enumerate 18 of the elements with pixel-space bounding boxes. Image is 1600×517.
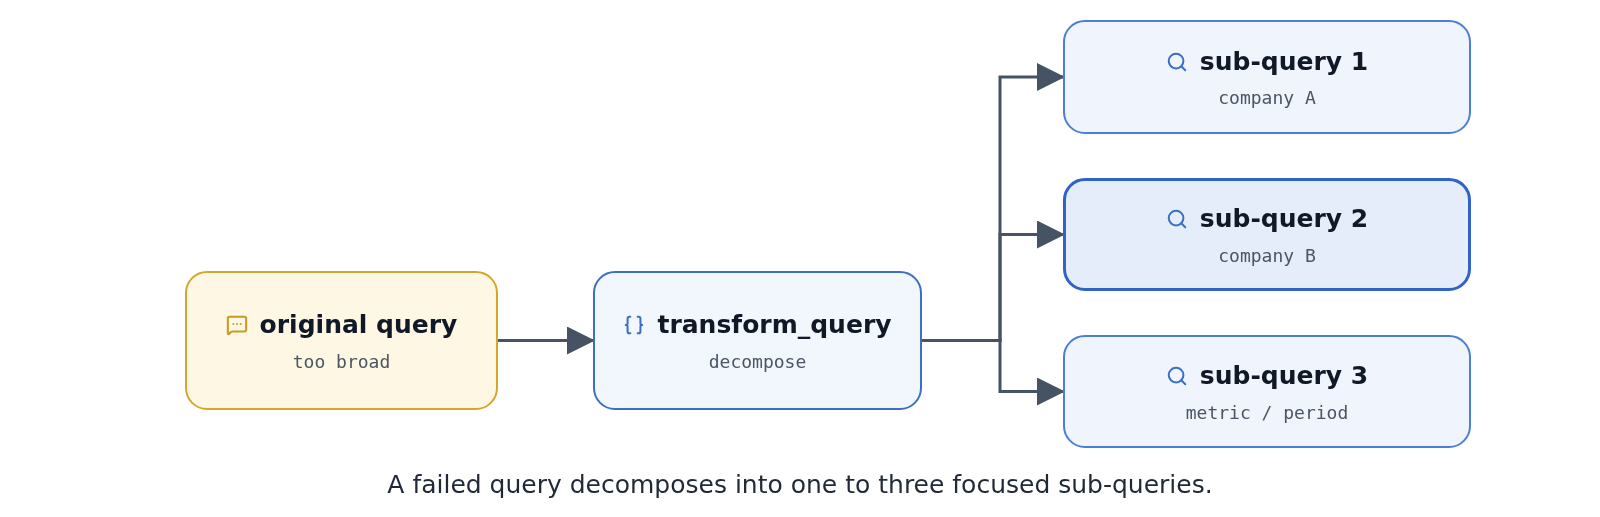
node-title: sub-query 3: [1199, 360, 1369, 393]
node-title: transform_query: [657, 309, 892, 342]
caption: A failed query decomposes into one to three focused sub-queries.: [386, 469, 1214, 501]
node-subtitle: company B: [1218, 243, 1316, 268]
node-subtitle: metric / period: [1185, 400, 1349, 425]
node-subtitle: company A: [1218, 86, 1316, 111]
process-box: [1063, 335, 1471, 448]
process-box: [1063, 178, 1471, 291]
node-subtitle: decompose: [708, 349, 807, 374]
node-subtitle: too broad: [292, 349, 391, 374]
node-title: sub-query 1: [1199, 45, 1369, 78]
node-title: sub-query 2: [1199, 203, 1369, 236]
arrow: [922, 339, 1065, 406]
process-box: [1063, 20, 1471, 134]
process-box: [185, 271, 498, 410]
process-box: [593, 271, 922, 410]
node-title: original query: [259, 309, 458, 342]
arrow: [498, 326, 595, 355]
